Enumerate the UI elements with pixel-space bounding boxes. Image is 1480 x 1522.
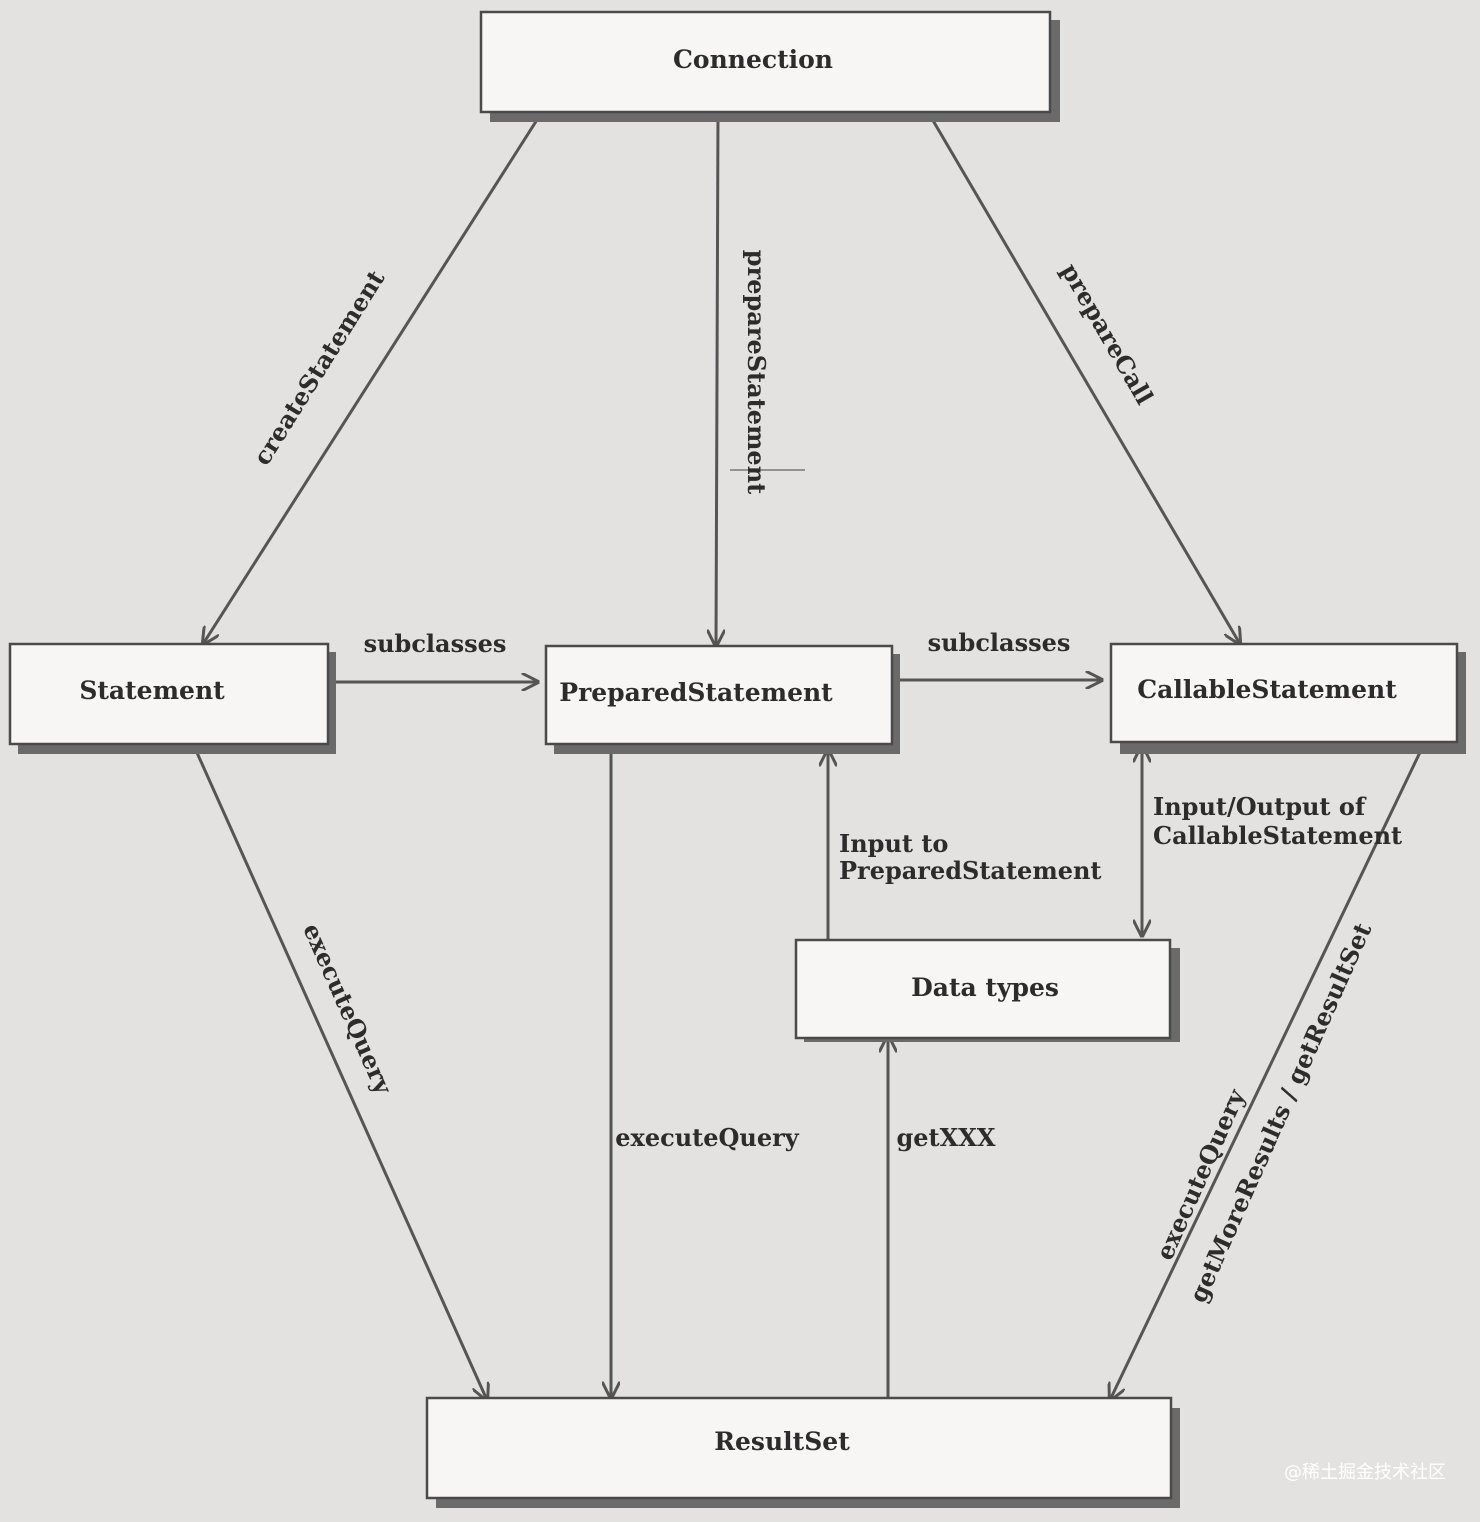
label-input-prepared-1: Input to — [839, 829, 948, 858]
edge-prepare-call — [926, 111, 1240, 644]
label-prepare-statement: prepareStatement — [742, 250, 771, 494]
node-result-set: ResultSet — [425, 1396, 1180, 1508]
edges — [192, 111, 1425, 1400]
edge-prepare-statement — [716, 111, 718, 646]
node-connection: Connection — [479, 10, 1060, 122]
label-create-statement: createStatement — [247, 265, 390, 470]
edge-execute-query-statement — [192, 745, 487, 1400]
label-io-callable-2: CallableStatement — [1153, 821, 1402, 850]
label-io-callable-1: Input/Output of — [1153, 792, 1367, 821]
watermark-text: @稀土掘金技术社区 — [1284, 1462, 1446, 1483]
node-connection-label: Connection — [673, 45, 833, 74]
label-subclasses-1: subclasses — [364, 629, 507, 658]
edge-callable-result — [1110, 745, 1425, 1400]
label-input-prepared-2: PreparedStatement — [839, 856, 1102, 885]
node-callable-statement: CallableStatement — [1109, 642, 1466, 754]
node-statement-label: Statement — [79, 676, 225, 705]
node-data-types-label: Data types — [911, 973, 1059, 1002]
label-execute-query-prepared: executeQuery — [615, 1123, 800, 1152]
node-data-types: Data types — [794, 938, 1180, 1042]
node-prepared-statement: PreparedStatement — [544, 644, 900, 754]
node-prepared-statement-label: PreparedStatement — [559, 678, 833, 707]
label-get-xxx: getXXX — [897, 1123, 996, 1152]
node-result-set-label: ResultSet — [714, 1427, 850, 1456]
label-subclasses-2: subclasses — [928, 628, 1071, 657]
label-prepare-call: prepareCall — [1055, 258, 1159, 409]
node-statement: Statement — [8, 642, 336, 754]
node-callable-statement-label: CallableStatement — [1137, 675, 1397, 704]
edge-create-statement — [203, 111, 544, 644]
